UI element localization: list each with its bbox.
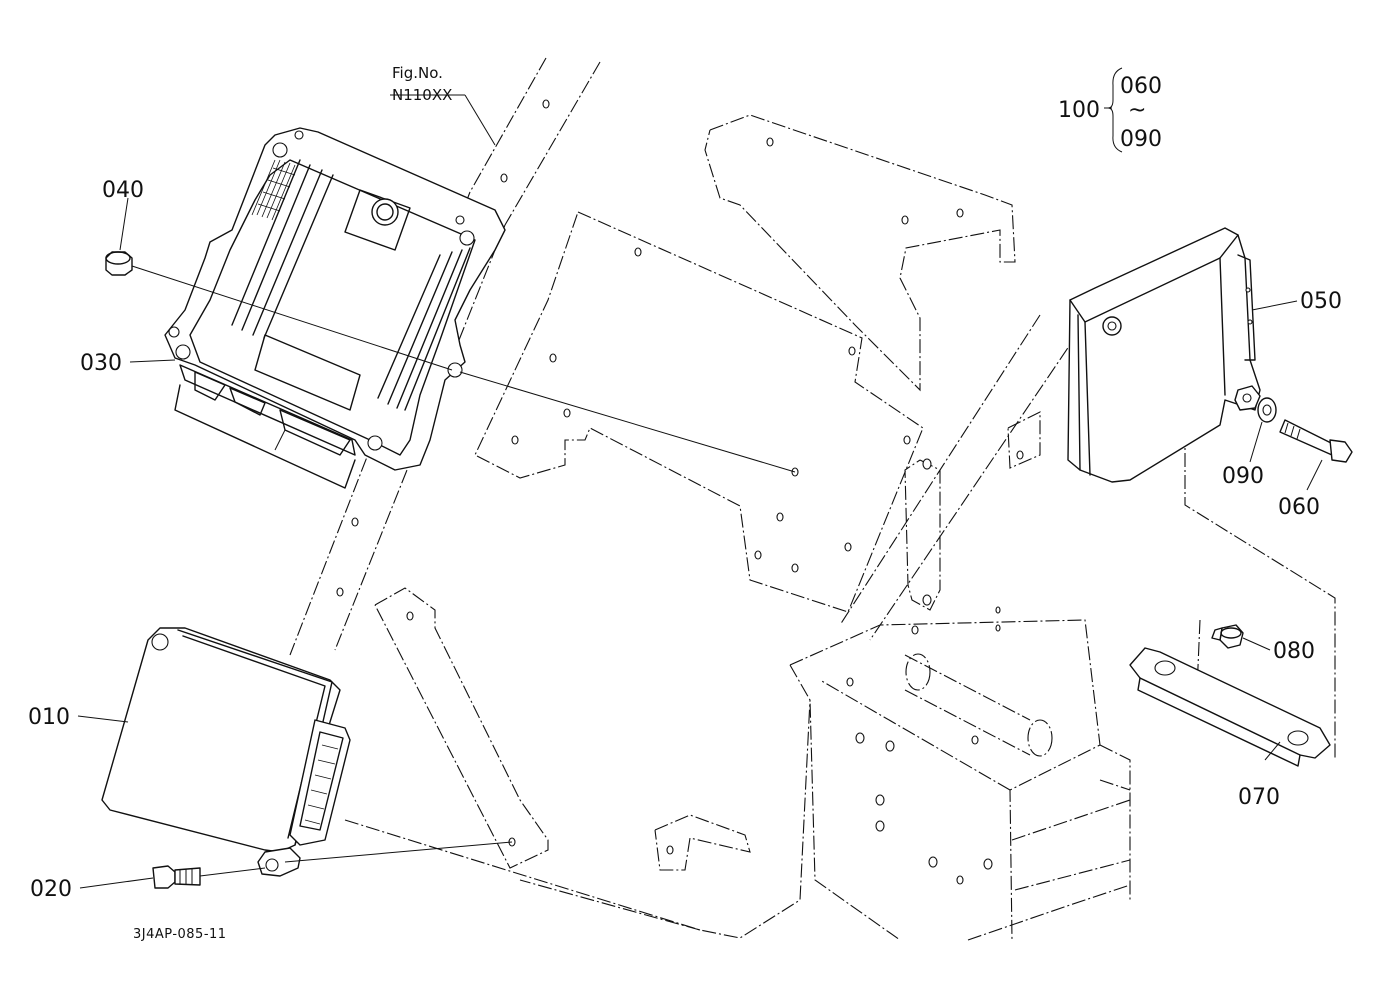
callout-labels: Fig.No. N110XX 040 030 010 020 100 060 ~… [28,64,1342,942]
cap-040 [105,251,133,276]
control-box-050 [1067,227,1261,483]
callout-070: 070 [1238,785,1280,810]
fig-no-label: Fig.No. [392,64,443,82]
ecu-unit-030 [164,127,506,489]
callout-020: 020 [30,877,72,902]
assembly-range-start: 060 [1120,74,1162,99]
bolt-060 [1279,419,1353,463]
callout-040: 040 [102,178,144,203]
bolt-020 [152,865,201,889]
callout-030: 030 [80,351,122,376]
bracket-plate-070 [1129,647,1331,767]
fig-number: N110XX [392,86,452,104]
callout-080: 080 [1273,639,1315,664]
callout-090: 090 [1222,464,1264,489]
drawing-code: 3J4AP-085-11 [133,927,227,942]
assembly-range-end: 090 [1120,127,1162,152]
frame-holes [336,99,1024,885]
bolt-080 [1211,624,1244,649]
control-unit-010 [101,627,351,877]
assembly-range-tilde: ~ [1128,98,1146,123]
washer-090 [1257,397,1277,423]
leader-lines [77,67,1323,889]
callout-060: 060 [1278,495,1320,520]
assembly-number: 100 [1058,98,1100,123]
callout-050: 050 [1300,289,1342,314]
callout-010: 010 [28,705,70,730]
